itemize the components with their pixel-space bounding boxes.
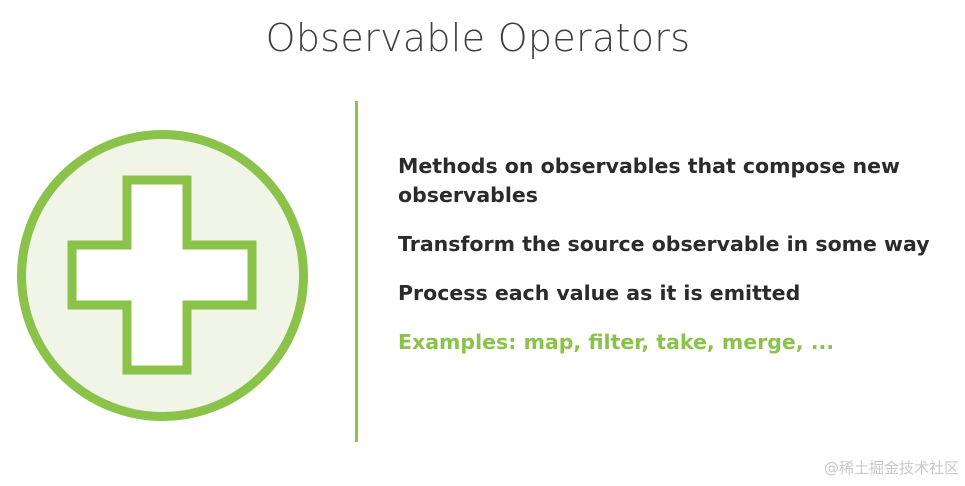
watermark: @稀土掘金技术社区 <box>823 459 959 477</box>
vertical-divider <box>355 101 358 442</box>
bullet-item: Methods on observables that compose new … <box>398 154 900 207</box>
examples-line: Examples: map, filter, take, merge, ... <box>398 330 835 354</box>
bullet-item: Transform the source observable in some … <box>398 232 930 256</box>
plus-icon <box>17 130 308 421</box>
slide-title: Observable Operators <box>265 16 691 60</box>
bullet-item: Process each value as it is emitted <box>398 281 801 305</box>
bullet-list: Methods on observables that compose new … <box>398 152 958 377</box>
plus-circle-icon <box>15 128 310 423</box>
